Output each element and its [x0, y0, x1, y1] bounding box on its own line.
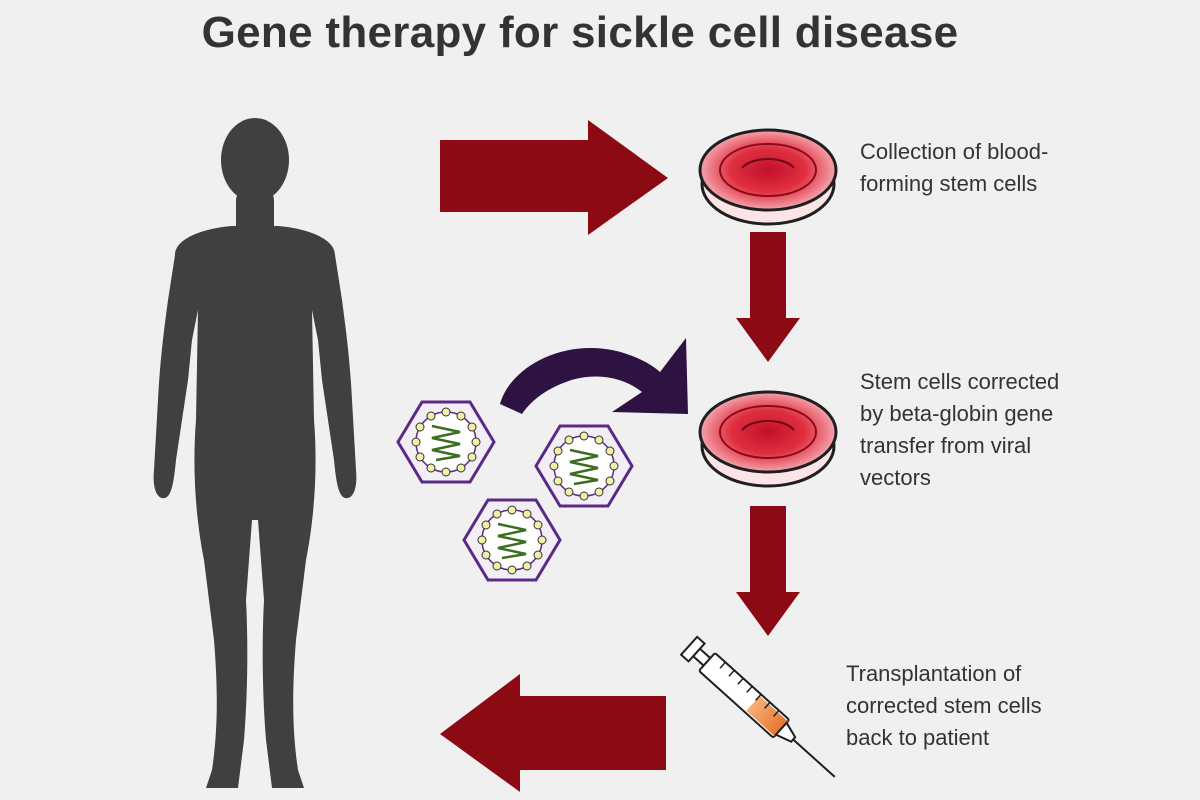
step-transplant-line-2: corrected stem cells [846, 693, 1042, 718]
step-collection-line-1: Collection of blood- [860, 139, 1049, 164]
petri-dish-icon [698, 128, 838, 226]
curved-arrow-vector-to-dish [500, 338, 688, 414]
step-collection-line-2: forming stem cells [860, 171, 1038, 196]
step-correction-line-4: vectors [860, 465, 931, 490]
viral-vector-icon [534, 424, 634, 508]
arrow-down-to-correction [736, 232, 800, 362]
step-transplant-line-3: back to patient [846, 725, 990, 750]
step-transplant-line-1: Transplantation of [846, 661, 1022, 686]
step-correction-line-3: transfer from viral [860, 433, 1032, 458]
viral-vector-icon [462, 498, 562, 582]
human-silhouette-icon [153, 118, 357, 788]
step-collection-label: Collection of blood- forming stem cells [860, 136, 1048, 200]
petri-dish-icon [698, 390, 838, 488]
arrow-right-to-collection [440, 120, 668, 235]
page-title: Gene therapy for sickle cell disease [201, 8, 959, 57]
step-correction-line-2: by beta-globin gene [860, 401, 1054, 426]
step-correction-line-1: Stem cells corrected [860, 369, 1060, 394]
arrow-left-to-patient [440, 674, 666, 792]
syringe-icon [679, 635, 836, 778]
arrow-down-to-transplant [736, 506, 800, 636]
step-transplant-label: Transplantation of corrected stem cells … [846, 658, 1042, 754]
step-correction-label: Stem cells corrected by beta-globin gene… [860, 366, 1059, 494]
viral-vector-icon [396, 400, 496, 484]
